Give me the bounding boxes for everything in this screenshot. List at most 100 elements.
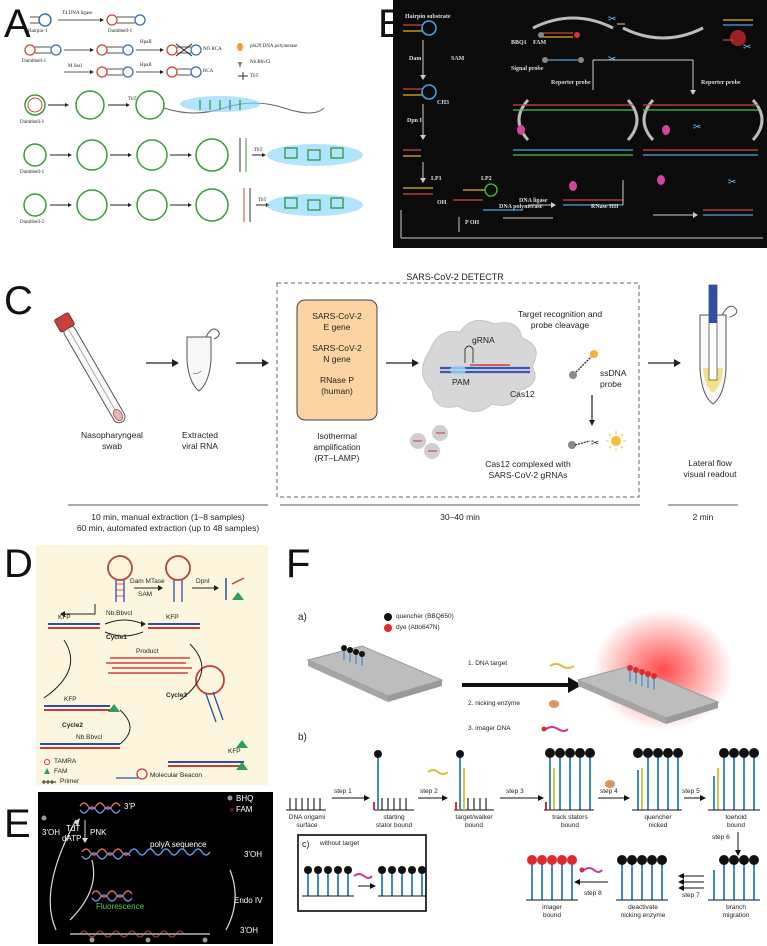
label-f-c: c) [302, 839, 310, 849]
complexed-1: Cas12 complexed with [485, 459, 571, 469]
panel-letter-a: A [4, 2, 31, 46]
label-f-b: b) [298, 732, 307, 743]
label-e-3p: 3'P [124, 802, 136, 811]
complexed-2: SARS-CoV-2 gRNAs [488, 470, 568, 480]
panel-f-graphics [286, 610, 760, 912]
box-line-2: E gene [323, 322, 351, 332]
label-grna: gRNA [472, 335, 495, 345]
label-b-poh: P OH [465, 220, 480, 226]
label-b-lp1: LP1 [431, 176, 442, 182]
legend-dye: dye (Atto647N) [396, 624, 440, 631]
label-e-datp: dATP [62, 834, 82, 843]
stage-label-deactivate-1: deactivate [628, 904, 658, 911]
label-d-sam: SAM [138, 591, 153, 598]
box-line-5: RNase P [319, 375, 354, 385]
label-e-tdt: TdT [66, 824, 81, 833]
label-d-cycle3: Cycle3 [166, 692, 187, 699]
f-steps-list-1: 1. DNA target [468, 660, 508, 667]
rna-2: viral RNA [182, 441, 218, 451]
step-7: step 7 [682, 892, 700, 899]
swab-1: Nasopharyngeal [81, 430, 143, 440]
label-a-tht-legend: ThT [250, 74, 259, 79]
step-2: step 2 [420, 788, 438, 795]
time-extraction-1: 10 min, manual extraction (1–8 samples) [91, 512, 245, 522]
label-a-dumbbell-row5: Dumbbell-2 [20, 220, 45, 225]
label-a-hpaii-1: HpaII [140, 40, 152, 45]
panel-e: E × BHQ FAM 3'P 3'OH TdT dATP PNK polyA … [0, 790, 275, 946]
label-a-hairpin1: Hairpin-1 [28, 29, 48, 34]
panel-letter-d: D [4, 542, 33, 586]
amplification-2: amplification [313, 442, 361, 452]
label-d-nbbbvcl-2: Nb.Bbvcl [76, 734, 103, 741]
label-d-cycle2: Cycle2 [62, 722, 83, 729]
time-readout: 2 min [692, 512, 714, 522]
step-6: step 6 [712, 834, 730, 841]
panel-e-bg [38, 792, 273, 944]
target-recognition-1: Target recognition and [517, 309, 603, 319]
label-d-nbbbvcl-1: Nb.Bbvcl [106, 610, 133, 617]
stage-label-branch-1: branch [726, 904, 746, 911]
box-line-4: N gene [323, 354, 351, 364]
time-detection: 30–40 min [440, 512, 480, 522]
label-b-fam: FAM [533, 40, 547, 46]
stage-label-toehold-2: bound [726, 822, 746, 829]
stage-label-walker-1: target/walker [455, 814, 493, 821]
label-a-mtase: M.SssI [68, 64, 83, 69]
label-e-bhq: BHQ [236, 794, 254, 803]
stage-label-branch-2: migration [722, 912, 750, 919]
stage-label-imager-1: imager [542, 904, 562, 911]
label-a-dumbbell1a: Dumbbell-1 [108, 29, 133, 34]
stage-label-quencher-2: nicked [648, 822, 668, 829]
svg-text:✂: ✂ [608, 14, 616, 25]
label-a-dumbbell1b: Dumbbell-1 [22, 59, 47, 64]
label-b-ch3: CH3 [437, 100, 449, 106]
label-e-polya: polyA sequence [150, 840, 207, 849]
panel-e-graphics: × [41, 795, 236, 943]
stage-label-stator-1: starting [383, 814, 405, 821]
box-line-3: SARS-CoV-2 [312, 343, 362, 353]
label-e-3oh-left: 3'OH [42, 828, 60, 837]
label-ssdna-1: ssDNA [600, 368, 627, 378]
label-d-primer: Primer [60, 778, 80, 785]
label-d-dam-mtase: Dam MTase [130, 578, 165, 585]
label-b-reporter-probe-1: Reporter probe [551, 80, 591, 86]
stage-label-track-1: track stators [552, 814, 588, 821]
svg-text:×: × [229, 806, 235, 814]
label-a-tht-row4: ThT [254, 148, 263, 153]
label-b-dam: Dam [409, 56, 422, 62]
svg-text:✂: ✂ [591, 438, 599, 449]
panel-a: A [0, 0, 380, 250]
label-a-dumbbell-row4: Dumbbell-1 [20, 170, 45, 175]
label-ssdna-2: probe [600, 379, 622, 389]
label-d-molecular-beacon: Molecular Beacon [150, 772, 203, 779]
amplification-1: Isothermal [317, 431, 357, 441]
f-steps-list-3: 3. imager DNA [468, 725, 511, 732]
box-line-6: (human) [321, 386, 353, 396]
amplification-3: (RT–LAMP) [314, 453, 360, 463]
panel-letter-c: C [4, 279, 33, 323]
stage-label-toehold-1: toehold [725, 814, 747, 821]
lateral-1: Lateral flow [688, 458, 732, 468]
target-recognition-2: probe cleavage [530, 320, 590, 330]
label-e-pnk: PNK [90, 828, 107, 837]
label-a-rca: RCA [203, 69, 214, 74]
step-8: step 8 [584, 890, 602, 897]
label-d-kfp-3: KFP [64, 696, 77, 703]
time-extraction-2: 60 min, automated extraction (up to 48 s… [76, 523, 260, 533]
label-e-endoiv: Endo IV [234, 896, 263, 905]
panel-letter-e: E [4, 802, 31, 846]
label-a-phi29: phi29 DNA polymerase [250, 44, 298, 49]
label-b-bbq: BBQ1 [511, 40, 527, 46]
svg-text:✂: ✂ [728, 177, 736, 188]
panel-letter-f: F [286, 542, 311, 586]
panel-b: ✂ ✂ ✂ ✂ ✂ Hairpin substrate Dam SAM Dpn … [393, 0, 767, 248]
label-e-fam: FAM [236, 805, 253, 814]
label-b-dna-polymerase: DNA polymerase [499, 204, 543, 210]
step-5: step 5 [682, 788, 700, 795]
label-b-lp2: LP2 [481, 176, 492, 182]
step-3: step 3 [506, 788, 524, 795]
step-4: step 4 [600, 788, 618, 795]
rna-1: Extracted [182, 430, 218, 440]
swab-2: swab [102, 441, 122, 451]
label-f-a: a) [298, 612, 307, 623]
